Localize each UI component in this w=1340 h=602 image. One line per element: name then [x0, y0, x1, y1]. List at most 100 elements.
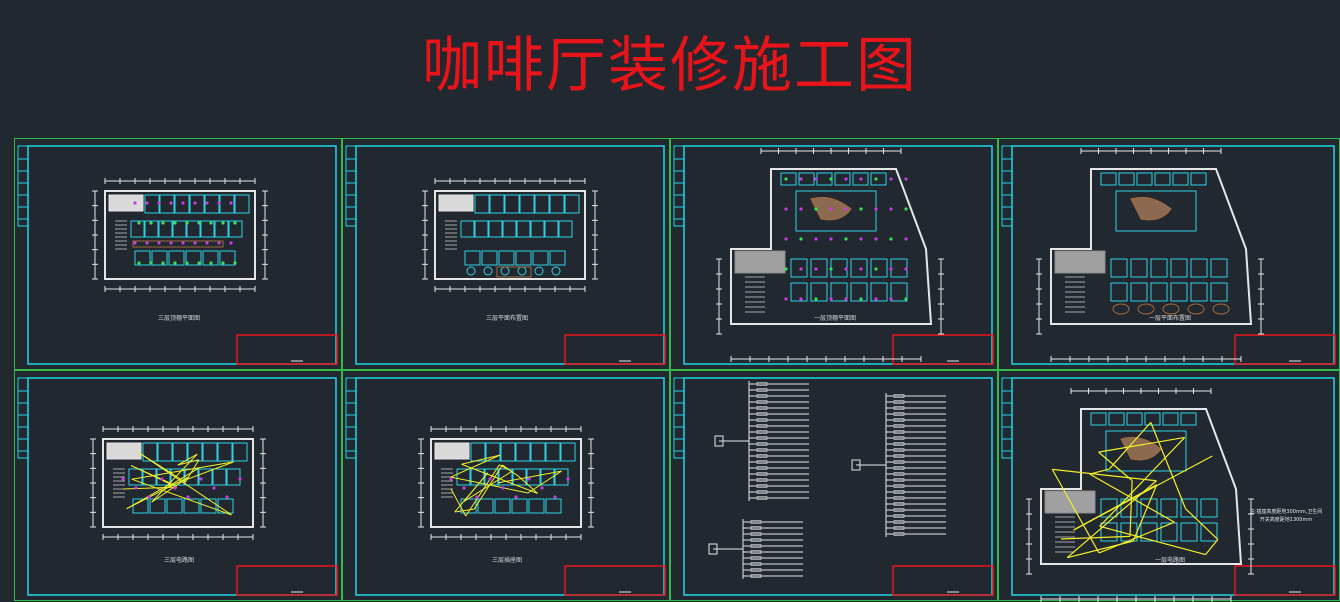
seating-booth	[1180, 498, 1198, 518]
fixture	[212, 486, 216, 490]
electrical-plan-icon	[345, 377, 666, 596]
seating-booth	[850, 282, 868, 302]
service-core	[1054, 250, 1106, 274]
ceiling-light	[814, 207, 818, 211]
seating-booth	[1110, 258, 1128, 278]
breaker	[893, 418, 905, 422]
drawing-sheet-s2[interactable]: 三层平面布置图	[342, 138, 670, 370]
booth	[158, 220, 173, 238]
private-room	[1090, 412, 1107, 426]
ceiling-light	[889, 207, 893, 211]
ceiling-light	[193, 241, 197, 245]
table-group	[185, 250, 202, 266]
fixture	[514, 495, 518, 499]
breaker	[756, 472, 768, 476]
ceiling-light	[799, 297, 803, 301]
ceiling-light	[874, 207, 878, 211]
breaker	[756, 490, 768, 494]
drawing-sheet-s1[interactable]: 三层顶棚平面图	[14, 138, 342, 370]
breaker	[750, 550, 762, 554]
table-group	[134, 250, 151, 266]
seating-booth	[1150, 282, 1168, 302]
wire-run	[463, 471, 513, 502]
drawing-sheet-s3[interactable]: 一层顶棚平面图	[670, 138, 998, 370]
floor-plan-electrical	[418, 426, 594, 540]
wire-run	[1132, 484, 1158, 542]
ceiling-light	[889, 237, 893, 241]
seating-booth	[870, 282, 888, 302]
ceiling-light	[904, 267, 908, 271]
wire-run	[1099, 437, 1186, 527]
drawing-sheet-s4[interactable]: 一层平面布置图	[998, 138, 1340, 370]
private-room	[232, 442, 248, 462]
fixture	[540, 486, 544, 490]
title-block	[564, 565, 666, 596]
breaker	[756, 412, 768, 416]
booth	[488, 220, 503, 238]
wire-run	[1073, 455, 1213, 531]
title-block	[236, 565, 338, 596]
title-block	[1234, 334, 1336, 365]
breaker	[756, 394, 768, 398]
wire-run	[131, 478, 232, 516]
booth	[172, 220, 187, 238]
wire-run	[473, 464, 503, 510]
fixture	[553, 495, 557, 499]
wire-run	[177, 459, 200, 466]
breaker	[756, 400, 768, 404]
fixture	[173, 486, 177, 490]
seating-booth	[1150, 258, 1168, 278]
private-room	[174, 194, 190, 214]
booth	[554, 468, 569, 486]
fixture	[527, 477, 531, 481]
binding-strip	[345, 145, 357, 227]
booth	[512, 468, 527, 486]
exterior-wall	[104, 190, 256, 280]
breaker	[756, 448, 768, 452]
ceiling-light	[205, 241, 209, 245]
breaker	[756, 460, 768, 464]
booth	[516, 220, 531, 238]
private-room	[564, 194, 580, 214]
breaker	[893, 394, 905, 398]
ceiling-light	[859, 297, 863, 301]
ceiling-light	[169, 201, 173, 205]
private-room	[1162, 412, 1179, 426]
breaker	[756, 436, 768, 440]
wire-run	[1099, 525, 1206, 556]
page-title: 咖啡厅装修施工图	[422, 31, 918, 101]
drawing-sheet-s7[interactable]	[670, 370, 998, 601]
ceiling-light	[829, 297, 833, 301]
breaker	[750, 568, 762, 572]
stair-core	[434, 442, 470, 460]
ceiling-light	[784, 177, 788, 181]
booth	[544, 220, 559, 238]
seating-booth	[830, 258, 848, 278]
ceiling-light	[217, 241, 221, 245]
private-room	[545, 442, 561, 462]
table-group	[481, 250, 498, 266]
ceiling-light	[874, 237, 878, 241]
round-table	[500, 266, 510, 276]
wire-run	[1098, 436, 1185, 453]
booth	[474, 220, 489, 238]
ceiling-light	[889, 177, 893, 181]
ceiling-light	[173, 221, 177, 225]
breaker	[750, 532, 762, 536]
ceiling-light	[197, 221, 201, 225]
ceiling-light	[904, 177, 908, 181]
ceiling-light	[904, 207, 908, 211]
ceiling-light	[859, 267, 863, 271]
table-group	[149, 498, 166, 514]
wire-run	[1150, 422, 1187, 509]
private-room	[234, 194, 250, 214]
title-block	[1234, 565, 1336, 596]
seating-booth	[830, 282, 848, 302]
table-group	[494, 498, 511, 514]
distribution-box	[714, 435, 724, 447]
booth	[198, 468, 213, 486]
drawing-sheet-s6[interactable]: 三层插座图	[342, 370, 670, 601]
drawing-sheet-s8[interactable]: 一层电路图注:插座高度距地300mm,卫生间开关高度距地1300mm	[998, 370, 1340, 602]
drawing-sheet-s5[interactable]: 三层电路图	[14, 370, 342, 601]
fixture	[566, 477, 570, 481]
